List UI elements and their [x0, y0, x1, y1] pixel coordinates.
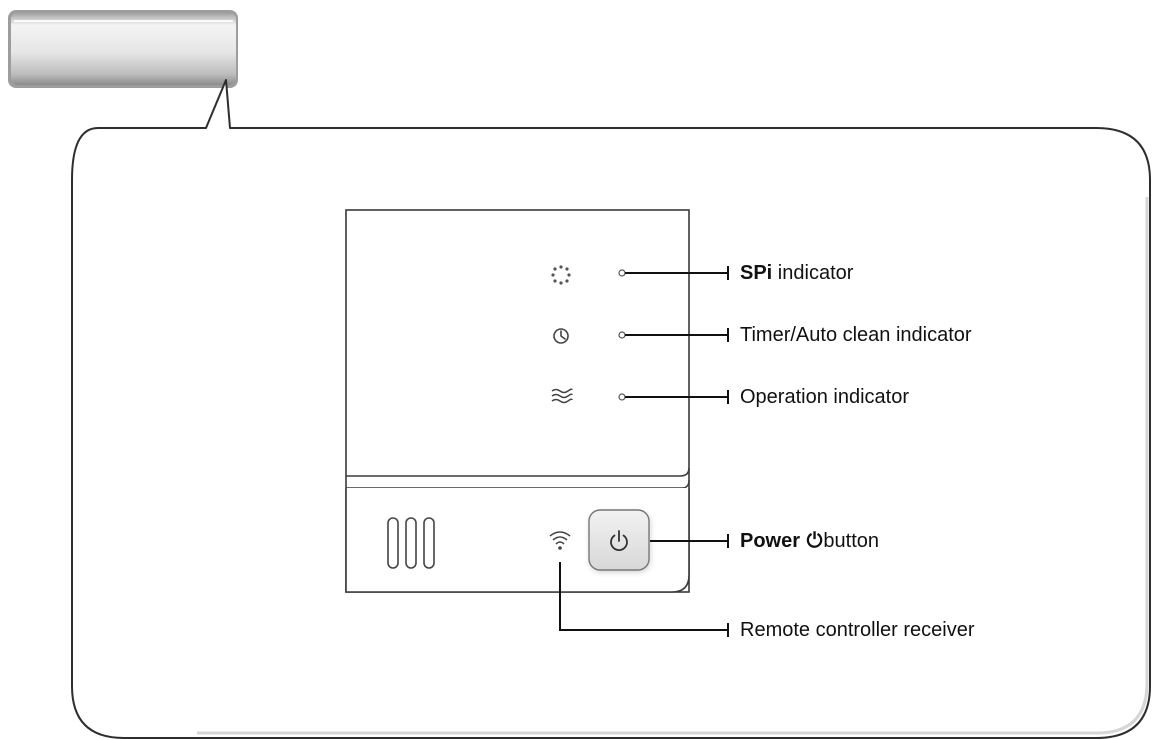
timer-auto-clean-indicator-label: Timer/Auto clean indicator	[740, 324, 972, 346]
wifi-signal-icon	[549, 531, 571, 550]
spi-label-strong: SPi	[740, 262, 773, 284]
vent-slots-icon	[387, 517, 435, 569]
spi-lamp	[618, 269, 626, 277]
power-glyph-icon: ⏻	[806, 530, 823, 552]
timer-lamp	[618, 331, 626, 339]
operation-lamp	[618, 393, 626, 401]
spi-indicator-label: SPi indicator	[740, 261, 853, 285]
spi-indicator-icon	[551, 265, 571, 285]
remote-leader-line	[559, 562, 728, 631]
leader-lines	[559, 266, 729, 637]
clock-icon	[553, 328, 569, 344]
power-label-rest: button	[823, 530, 880, 552]
airflow-waves-icon	[551, 388, 573, 404]
power-button[interactable]	[588, 509, 650, 572]
spi-label-rest: indicator	[772, 262, 854, 284]
remote-controller-receiver-label: Remote controller receiver	[740, 619, 975, 641]
operation-indicator-label: Operation indicator	[740, 386, 909, 408]
air-conditioner-unit-thumbnail	[8, 10, 238, 88]
power-label-strong: Power	[740, 530, 801, 552]
power-icon	[610, 530, 628, 552]
power-button-label: Power ⏻button	[740, 529, 879, 553]
indicator-lamps	[618, 269, 626, 401]
